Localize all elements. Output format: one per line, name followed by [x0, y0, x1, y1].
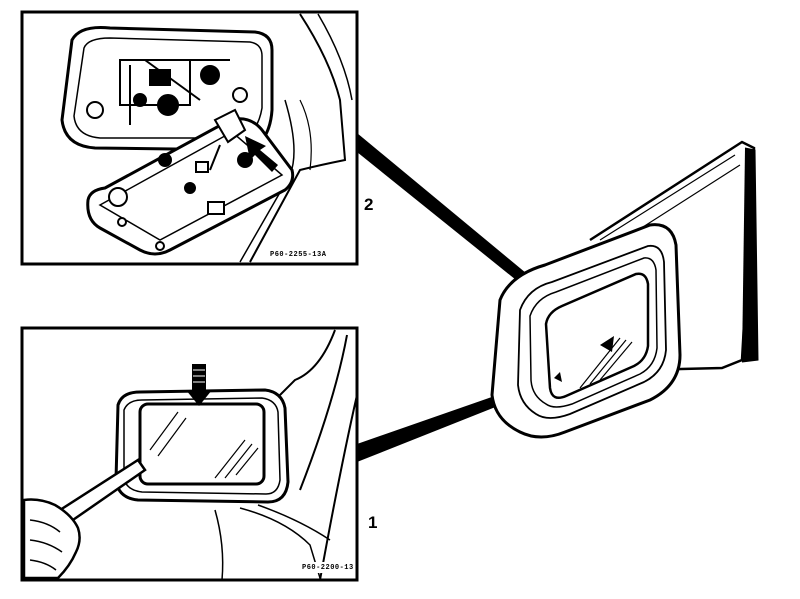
- callout-number-1: 1: [368, 513, 378, 532]
- glass-reflection-hatch: [579, 337, 633, 389]
- mirror-glass: [544, 272, 650, 399]
- hand: [22, 498, 81, 580]
- press-down-arrow-icon: [186, 364, 212, 406]
- mirror-glass: [138, 402, 266, 486]
- detail-panel-2: [20, 10, 359, 266]
- glass-reflection-hatch: [149, 411, 259, 479]
- detail-panel-1: [20, 326, 359, 582]
- push-arrow-icon: [245, 136, 278, 172]
- mirror-housing: [60, 26, 274, 152]
- adjustment-mechanism: [86, 59, 248, 125]
- detail-panel-2-reference-code: P60-2255-13A: [270, 251, 327, 259]
- callout-number-2: 2: [364, 195, 374, 214]
- plate-fixtures: [108, 108, 253, 251]
- detail-panel-1-reference-code: P60-2200-13: [302, 564, 354, 572]
- car-body-lines: [279, 329, 358, 581]
- exterior-mirror-overview: [490, 140, 759, 439]
